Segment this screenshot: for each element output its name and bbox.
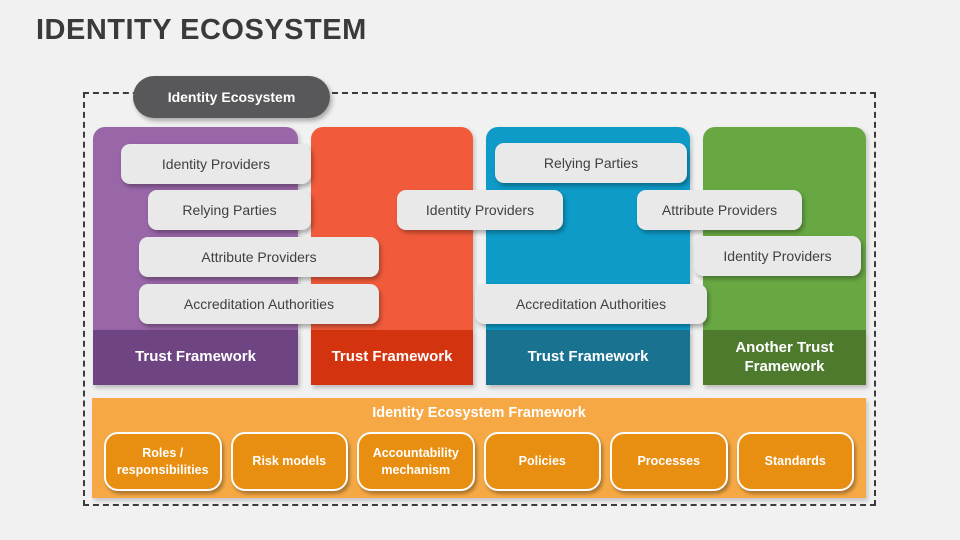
- ecosystem-boundary: [83, 92, 876, 506]
- identity-ecosystem-framework-banner: Identity Ecosystem Framework Roles / res…: [92, 398, 866, 498]
- label-accreditation-authorities-1: Accreditation Authorities: [139, 284, 379, 324]
- framework-item-accountability: Accountability mechanism: [357, 432, 475, 491]
- label-attribute-providers-1: Attribute Providers: [139, 237, 379, 277]
- framework-banner-title: Identity Ecosystem Framework: [372, 405, 586, 421]
- framework-item-policies: Policies: [483, 432, 601, 491]
- trust-framework-footer-1: Trust Framework: [93, 330, 298, 385]
- framework-item-processes: Processes: [610, 432, 728, 491]
- framework-item-standards: Standards: [736, 432, 854, 491]
- trust-framework-footer-3: Trust Framework: [486, 330, 690, 385]
- label-attribute-providers-2: Attribute Providers: [637, 190, 802, 230]
- framework-items-row: Roles / responsibilities Risk models Acc…: [104, 432, 854, 491]
- label-accreditation-authorities-2: Accreditation Authorities: [475, 284, 707, 324]
- framework-item-roles-responsibilities: Roles / responsibilities: [104, 432, 222, 491]
- label-identity-providers-3: Identity Providers: [694, 236, 861, 276]
- trust-framework-footer-2: Trust Framework: [311, 330, 473, 385]
- identity-ecosystem-pill: Identity Ecosystem: [133, 76, 330, 118]
- label-identity-providers-2: Identity Providers: [397, 190, 563, 230]
- label-identity-providers-1: Identity Providers: [121, 144, 311, 184]
- trust-framework-footer-4: Another Trust Framework: [703, 330, 866, 385]
- label-relying-parties-1: Relying Parties: [148, 190, 311, 230]
- page-title: IDENTITY ECOSYSTEM: [36, 14, 367, 46]
- framework-item-risk-models: Risk models: [230, 432, 348, 491]
- label-relying-parties-2: Relying Parties: [495, 143, 687, 183]
